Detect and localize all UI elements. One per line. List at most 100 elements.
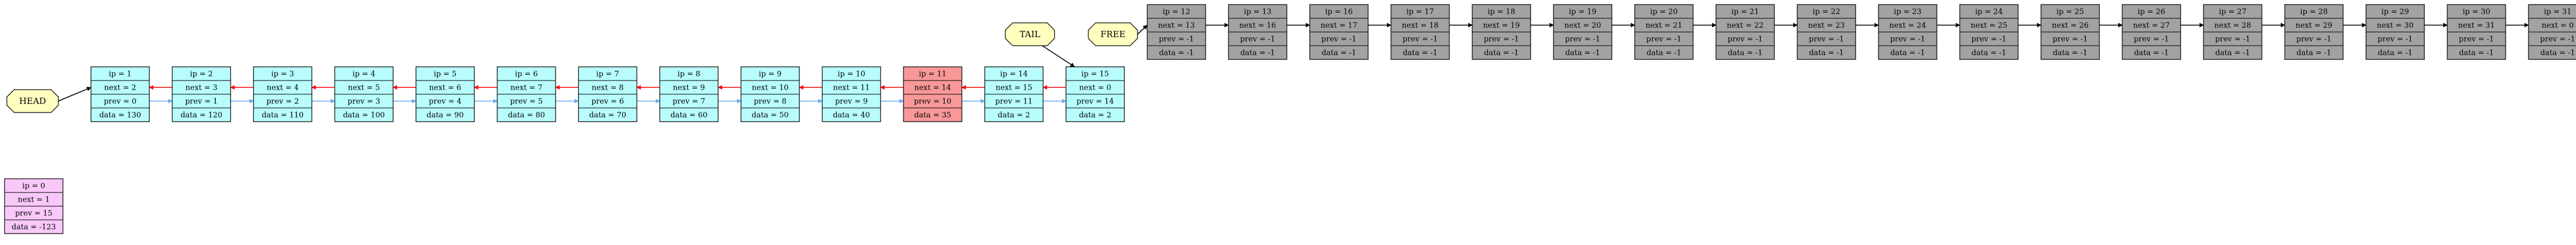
node-ip-label: ip = 18 [1488, 8, 1515, 17]
node-prev-label: prev = -1 [1890, 35, 1925, 44]
node-data-label: data = 100 [343, 111, 385, 120]
node-ip-label: ip = 0 [22, 182, 45, 191]
node-prev-label: prev = -1 [1402, 35, 1437, 44]
node-next-label: next = 9 [673, 84, 705, 93]
node-ip-label: ip = 8 [677, 70, 700, 79]
head-pointer-edge [58, 87, 92, 102]
node-next-label: next = 6 [429, 84, 461, 93]
pointer-octagon [6, 89, 59, 113]
node-next-label: next = 29 [2296, 22, 2332, 30]
node-next-label: next = 31 [2458, 22, 2495, 30]
node-next-label: next = 26 [2052, 22, 2088, 30]
node-prev-label: prev = 2 [266, 98, 299, 106]
node-data-label: data = 80 [508, 111, 545, 120]
node-ip-label: ip = 25 [2056, 8, 2084, 17]
node-next-label: next = 17 [1321, 22, 1357, 30]
node-next-label: next = 4 [267, 84, 299, 93]
node-next-label: next = 21 [1646, 22, 1682, 30]
node-data-label: data = 120 [180, 111, 222, 120]
node-ip-17: ip = 17 next = 18 prev = -1 data = -1 [1390, 4, 1450, 60]
node-next-label: next = 18 [1402, 22, 1438, 30]
node-ip-label: ip = 30 [2463, 8, 2490, 17]
pointer-free: FREE [1088, 22, 1138, 46]
node-ip-label: ip = 12 [1163, 8, 1190, 17]
node-next-label: next = 27 [2133, 22, 2170, 30]
edges-layer [58, 23, 2529, 103]
node-ip-label: ip = 2 [190, 70, 213, 79]
node-data-label: data = -1 [2378, 49, 2413, 58]
node-ip-label: ip = 19 [1569, 8, 1596, 17]
tail-pointer-edge [1041, 45, 1075, 67]
pointer-label: FREE [1100, 29, 1125, 39]
node-next-label: next = 0 [1079, 84, 1111, 93]
node-ip-30: ip = 30 next = 31 prev = -1 data = -1 [2447, 4, 2506, 60]
node-data-label: data = -1 [1403, 49, 1438, 58]
node-data-label: data = 50 [752, 111, 789, 120]
node-prev-label: prev = -1 [2134, 35, 2169, 44]
pointer-octagon [1005, 22, 1055, 46]
node-ip-label: ip = 13 [1244, 8, 1271, 17]
node-next-label: next = 1 [18, 196, 50, 204]
node-next-label: next = 20 [1564, 22, 1601, 30]
node-data-label: data = -1 [1566, 49, 1600, 58]
node-data-label: data = 40 [833, 111, 870, 120]
node-prev-label: prev = -1 [1159, 35, 1194, 44]
node-ip-label: ip = 1 [109, 70, 132, 79]
node-ip-19: ip = 19 next = 20 prev = -1 data = -1 [1553, 4, 1612, 60]
node-next-label: next = 11 [833, 84, 870, 93]
node-prev-label: prev = -1 [1971, 35, 2006, 44]
node-ip-label: ip = 3 [271, 70, 294, 79]
node-next-label: next = 3 [185, 84, 217, 93]
node-prev-label: prev = -1 [1565, 35, 1600, 44]
node-ip-label: ip = 22 [1813, 8, 1840, 17]
node-prev-label: prev = -1 [1646, 35, 1681, 44]
node-data-label: data = -1 [1484, 49, 1519, 58]
node-prev-label: prev = -1 [2052, 35, 2087, 44]
node-next-label: next = 24 [1889, 22, 1926, 30]
pointer-octagon [1088, 22, 1138, 46]
node-data-label: data = -1 [2297, 49, 2332, 58]
node-data-label: data = 70 [589, 111, 627, 120]
node-prev-label: prev = -1 [1484, 35, 1519, 44]
node-prev-label: prev = 11 [995, 98, 1032, 106]
node-data-label: data = -1 [2459, 49, 2494, 58]
node-data-label: data = 60 [671, 111, 708, 120]
node-next-label: next = 13 [1158, 22, 1195, 30]
node-prev-label: prev = 6 [591, 98, 624, 106]
node-next-label: next = 25 [1971, 22, 2007, 30]
node-data-label: data = -1 [1322, 49, 1357, 58]
node-next-label: next = 28 [2214, 22, 2251, 30]
node-next-label: next = 5 [348, 84, 380, 93]
node-ip-label: ip = 10 [838, 70, 865, 79]
node-prev-label: prev = -1 [2459, 35, 2494, 44]
node-data-label: data = -1 [1891, 49, 1925, 58]
node-prev-label: prev = 0 [104, 98, 136, 106]
node-data-label: data = -1 [1728, 49, 1763, 58]
node-prev-label: prev = 4 [429, 98, 461, 106]
node-ip-label: ip = 17 [1406, 8, 1434, 17]
node-data-label: data = -1 [2053, 49, 2088, 58]
node-next-label: next = 8 [592, 84, 624, 93]
node-next-label: next = 16 [1239, 22, 1276, 30]
node-prev-label: prev = -1 [1809, 35, 1844, 44]
node-ip-label: ip = 28 [2300, 8, 2328, 17]
